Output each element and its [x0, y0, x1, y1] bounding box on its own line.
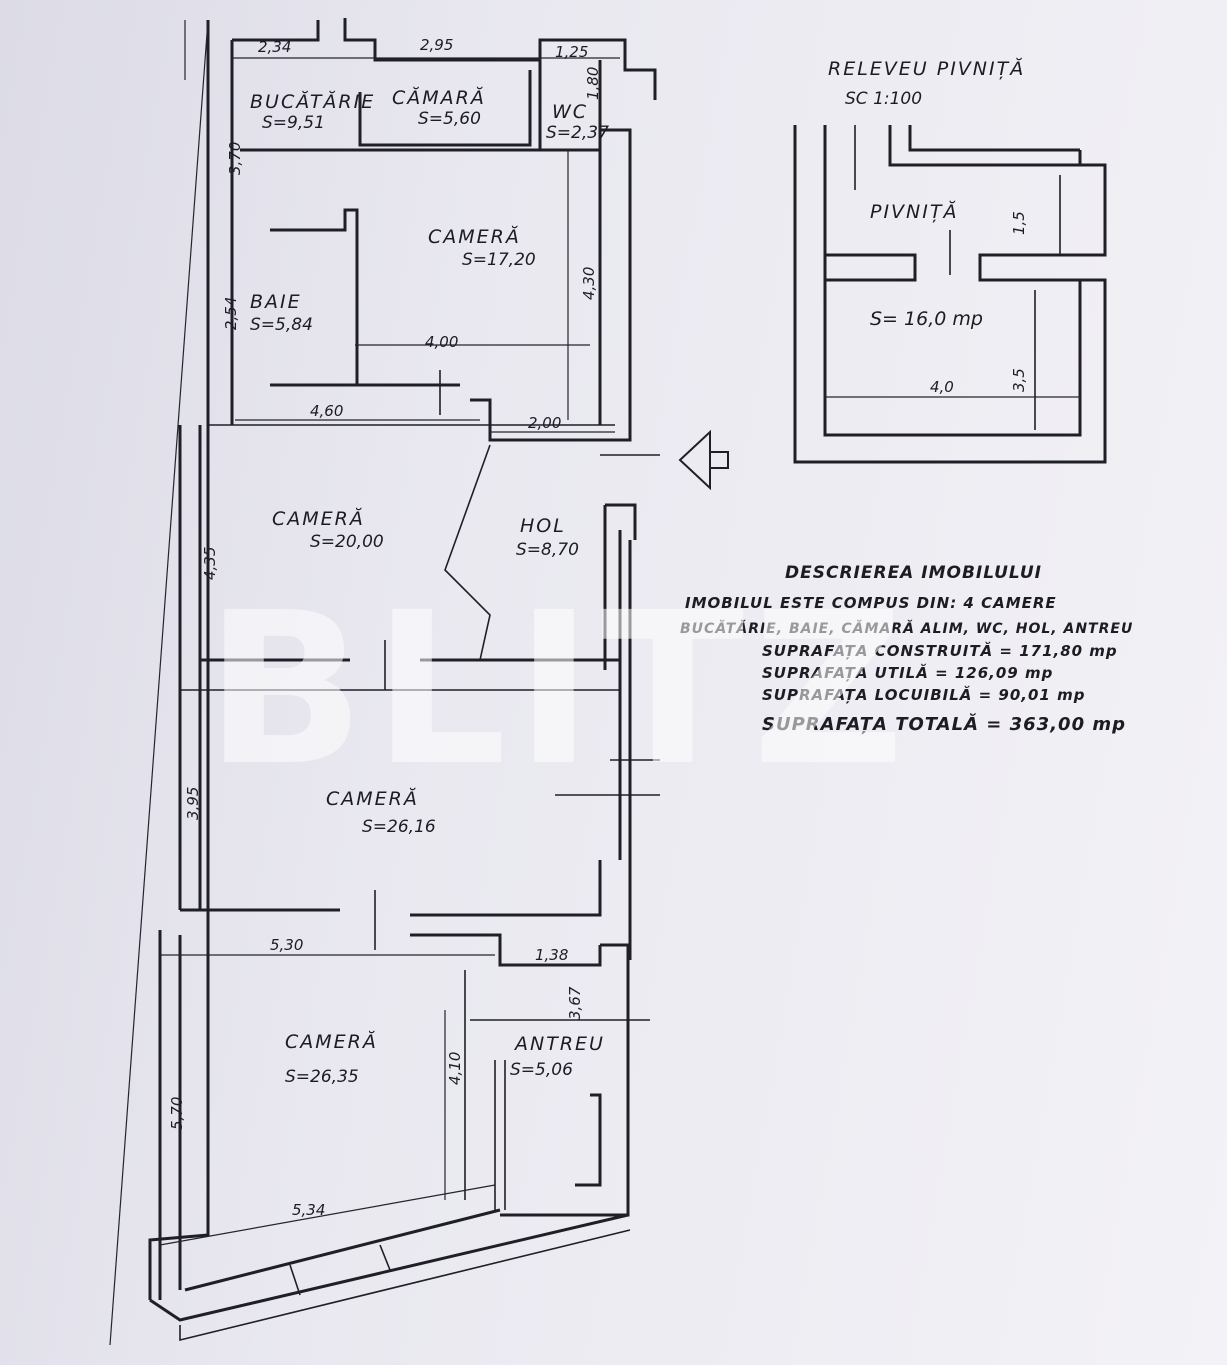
- room-label: CAMERĂ: [326, 787, 419, 810]
- cellar-dim-width: 4,0: [930, 378, 954, 396]
- dim-1-38: 1,38: [535, 946, 568, 964]
- room-kitchen: BUCĂTĂRIE S=9,51: [250, 90, 375, 133]
- room-area: S=26,16: [362, 817, 436, 837]
- room-entry: ANTREU S=5,06: [510, 1033, 605, 1080]
- room-label: ANTREU: [513, 1033, 605, 1055]
- watermark-logo: BLITZ: [205, 567, 913, 812]
- dim-1-80: 1,80: [584, 67, 602, 100]
- cellar-area: S= 16,0 mp: [870, 308, 983, 330]
- dim-2-00: 2,00: [528, 414, 561, 432]
- room-label: BAIE: [250, 291, 302, 313]
- description-line3: SUPRAFAȚA CONSTRUITĂ = 171,80 mp: [762, 641, 1118, 660]
- cellar-room-label: PIVNIȚĂ: [870, 200, 958, 223]
- dim-3-70: 3,70: [226, 142, 244, 175]
- dim-4-00: 4,00: [425, 333, 458, 351]
- dim-4-35: 4,35: [201, 547, 219, 580]
- room-area: S=5,60: [418, 109, 481, 129]
- room-label: BUCĂTĂRIE: [250, 90, 375, 113]
- dim-4-60: 4,60: [310, 402, 343, 420]
- dimension-lines: [159, 57, 620, 1246]
- dim-4-30: 4,30: [580, 267, 598, 300]
- dim-2-95: 2,95: [420, 36, 453, 54]
- room-area: S=20,00: [310, 532, 384, 552]
- property-description: DESCRIEREA IMOBILULUI IMOBILUL ESTE COMP…: [680, 563, 1133, 735]
- description-line6: SUPRAFAȚA TOTALĂ = 363,00 mp: [762, 713, 1126, 735]
- dim-4-10: 4,10: [446, 1052, 464, 1085]
- dim-3-95: 3,95: [184, 787, 202, 820]
- cellar-title: RELEVEU PIVNIȚĂ: [828, 57, 1025, 80]
- description-line5: SUPRAFAȚA LOCUIBILĂ = 90,01 mp: [762, 685, 1085, 704]
- room-label: HOL: [520, 515, 566, 537]
- dim-1-25: 1,25: [555, 43, 588, 61]
- room-camera-4: CAMERĂ S=26,35: [285, 1030, 378, 1087]
- dim-3-67: 3,67: [566, 986, 584, 1020]
- dimension-labels: 2,34 2,95 1,25 1,80 3,70 4,30 2,54 4,00 …: [168, 36, 602, 1219]
- room-label: CAMERĂ: [272, 507, 365, 530]
- house-walls: [109, 18, 660, 1346]
- room-camera-1: CAMERĂ S=17,20: [428, 225, 536, 270]
- cellar-dim-side: 1,5: [1010, 211, 1028, 235]
- room-camera-3: CAMERĂ S=26,16: [326, 787, 436, 837]
- room-area: S=5,06: [510, 1060, 573, 1080]
- cellar-scale: SC 1:100: [845, 89, 922, 109]
- room-area: S=2,37: [546, 123, 609, 143]
- room-label: CAMERĂ: [428, 225, 521, 248]
- cellar-plan: RELEVEU PIVNIȚĂ SC 1:100 PIVNIȚĂ S= 16,0…: [793, 57, 1107, 464]
- dim-2-34: 2,34: [258, 38, 291, 56]
- description-title: DESCRIEREA IMOBILULUI: [785, 563, 1042, 583]
- room-pantry: CĂMARĂ S=5,60: [392, 86, 486, 129]
- room-area: S=5,84: [250, 315, 313, 335]
- entrance-arrow-icon: [678, 429, 729, 491]
- description-line1: IMOBILUL ESTE COMPUS DIN: 4 CAMERE: [685, 594, 1057, 612]
- dim-5-30: 5,30: [270, 936, 303, 954]
- description-line2: BUCĂTĂRIE, BAIE, CĂMARĂ ALIM, WC, HOL, A…: [680, 619, 1133, 637]
- cellar-dim-depth: 3,5: [1010, 368, 1028, 392]
- room-label: CĂMARĂ: [392, 86, 486, 109]
- room-area: S=26,35: [285, 1067, 359, 1087]
- room-bath: BAIE S=5,84: [250, 291, 313, 335]
- room-area: S=17,20: [462, 250, 536, 270]
- room-wc: WC S=2,37: [546, 101, 609, 143]
- room-hall: HOL S=8,70: [516, 515, 579, 560]
- room-label: WC: [552, 101, 588, 123]
- room-label: CAMERĂ: [285, 1030, 378, 1053]
- dim-5-34: 5,34: [292, 1201, 325, 1219]
- room-area: S=8,70: [516, 540, 579, 560]
- description-line4: SUPRAFAȚA UTILĂ = 126,09 mp: [762, 663, 1053, 682]
- dim-2-54: 2,54: [222, 297, 240, 330]
- dim-5-70: 5,70: [168, 1097, 186, 1130]
- room-area: S=9,51: [262, 113, 325, 133]
- room-camera-2: CAMERĂ S=20,00: [272, 507, 384, 552]
